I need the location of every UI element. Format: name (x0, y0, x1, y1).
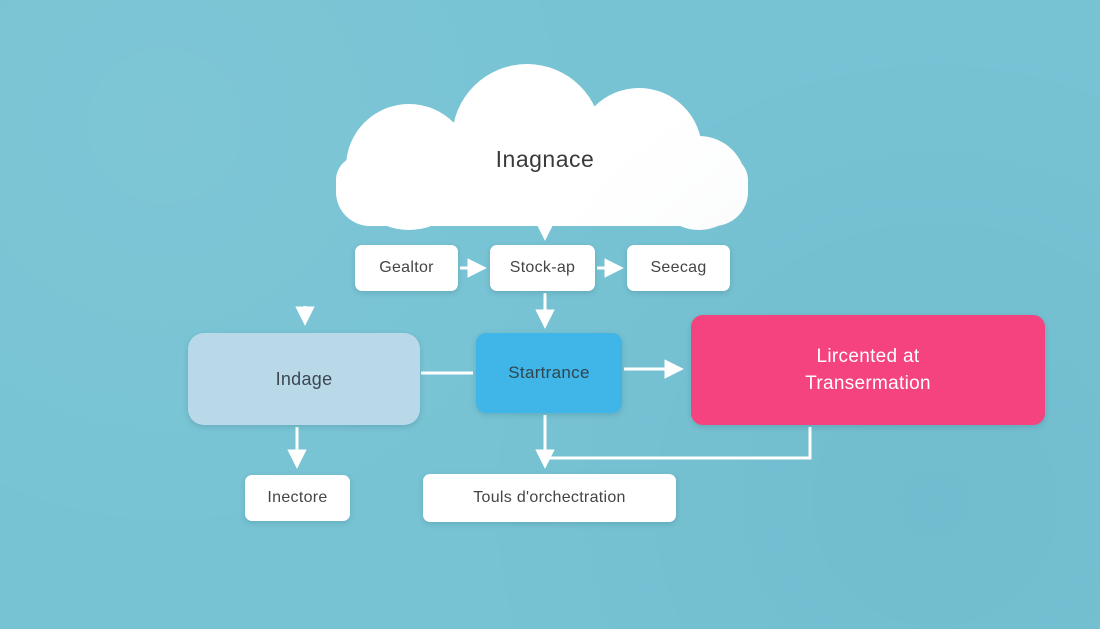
node-transformation: Lircented at Transermation (691, 315, 1045, 425)
cloud-label: Inagnace (495, 146, 595, 172)
node-indage-label: Indage (275, 368, 333, 389)
line-pink-elbow (547, 427, 812, 460)
node-transformation-label-line1: Lircented at (816, 346, 920, 367)
node-inectore: Inectore (245, 475, 350, 521)
node-stockap-label: Stock-ap (509, 259, 576, 276)
node-startrance: Startrance (476, 333, 622, 413)
node-seecag-label: Seecag (650, 259, 707, 276)
node-seecag: Seecag (627, 245, 730, 291)
node-startrance-label: Startrance (508, 363, 590, 382)
node-gealtor-label: Gealtor (379, 259, 434, 276)
node-inectore-label: Inectore (267, 489, 328, 506)
node-gealtor: Gealtor (355, 245, 458, 291)
node-transformation-label-line2: Transermation (805, 373, 931, 394)
node-touls: Touls d'orchectration (423, 474, 676, 522)
node-indage: Indage (188, 333, 420, 425)
cloud-part (336, 156, 748, 226)
node-stockap: Stock-ap (490, 245, 595, 291)
node-touls-label: Touls d'orchectration (473, 489, 626, 506)
